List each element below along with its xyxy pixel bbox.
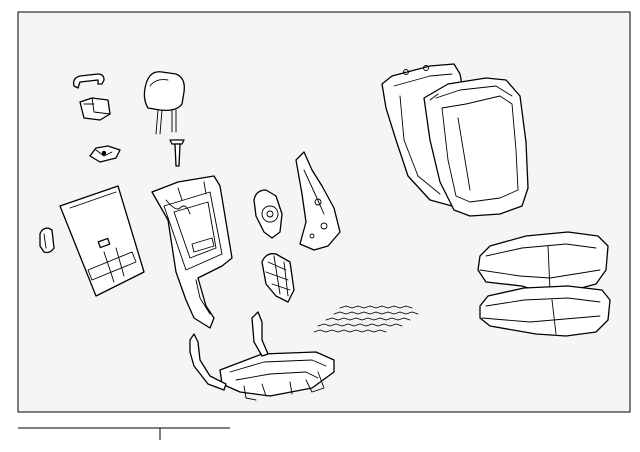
seat-cushion-upper[interactable] [477,231,609,293]
headrest-guide-block[interactable] [79,97,111,121]
seat-back-cushion-front[interactable] [423,77,529,217]
headrest-guide-clip[interactable] [72,73,105,89]
headrest-guide-pin[interactable] [169,139,185,167]
headrest[interactable] [143,71,185,135]
seat-back-panel[interactable] [59,185,145,297]
wire-springs[interactable] [313,305,419,333]
seat-back-frame[interactable] [151,175,233,329]
recliner-cover-clip[interactable] [89,145,121,163]
seat-cushion-lower[interactable] [479,285,611,337]
back-frame-support-plate[interactable] [295,151,341,251]
seat-cushion-frame[interactable] [189,311,335,401]
lumbar-support[interactable] [261,253,295,303]
recliner-cover[interactable] [253,189,283,239]
side-bolster-trim[interactable] [39,227,55,254]
